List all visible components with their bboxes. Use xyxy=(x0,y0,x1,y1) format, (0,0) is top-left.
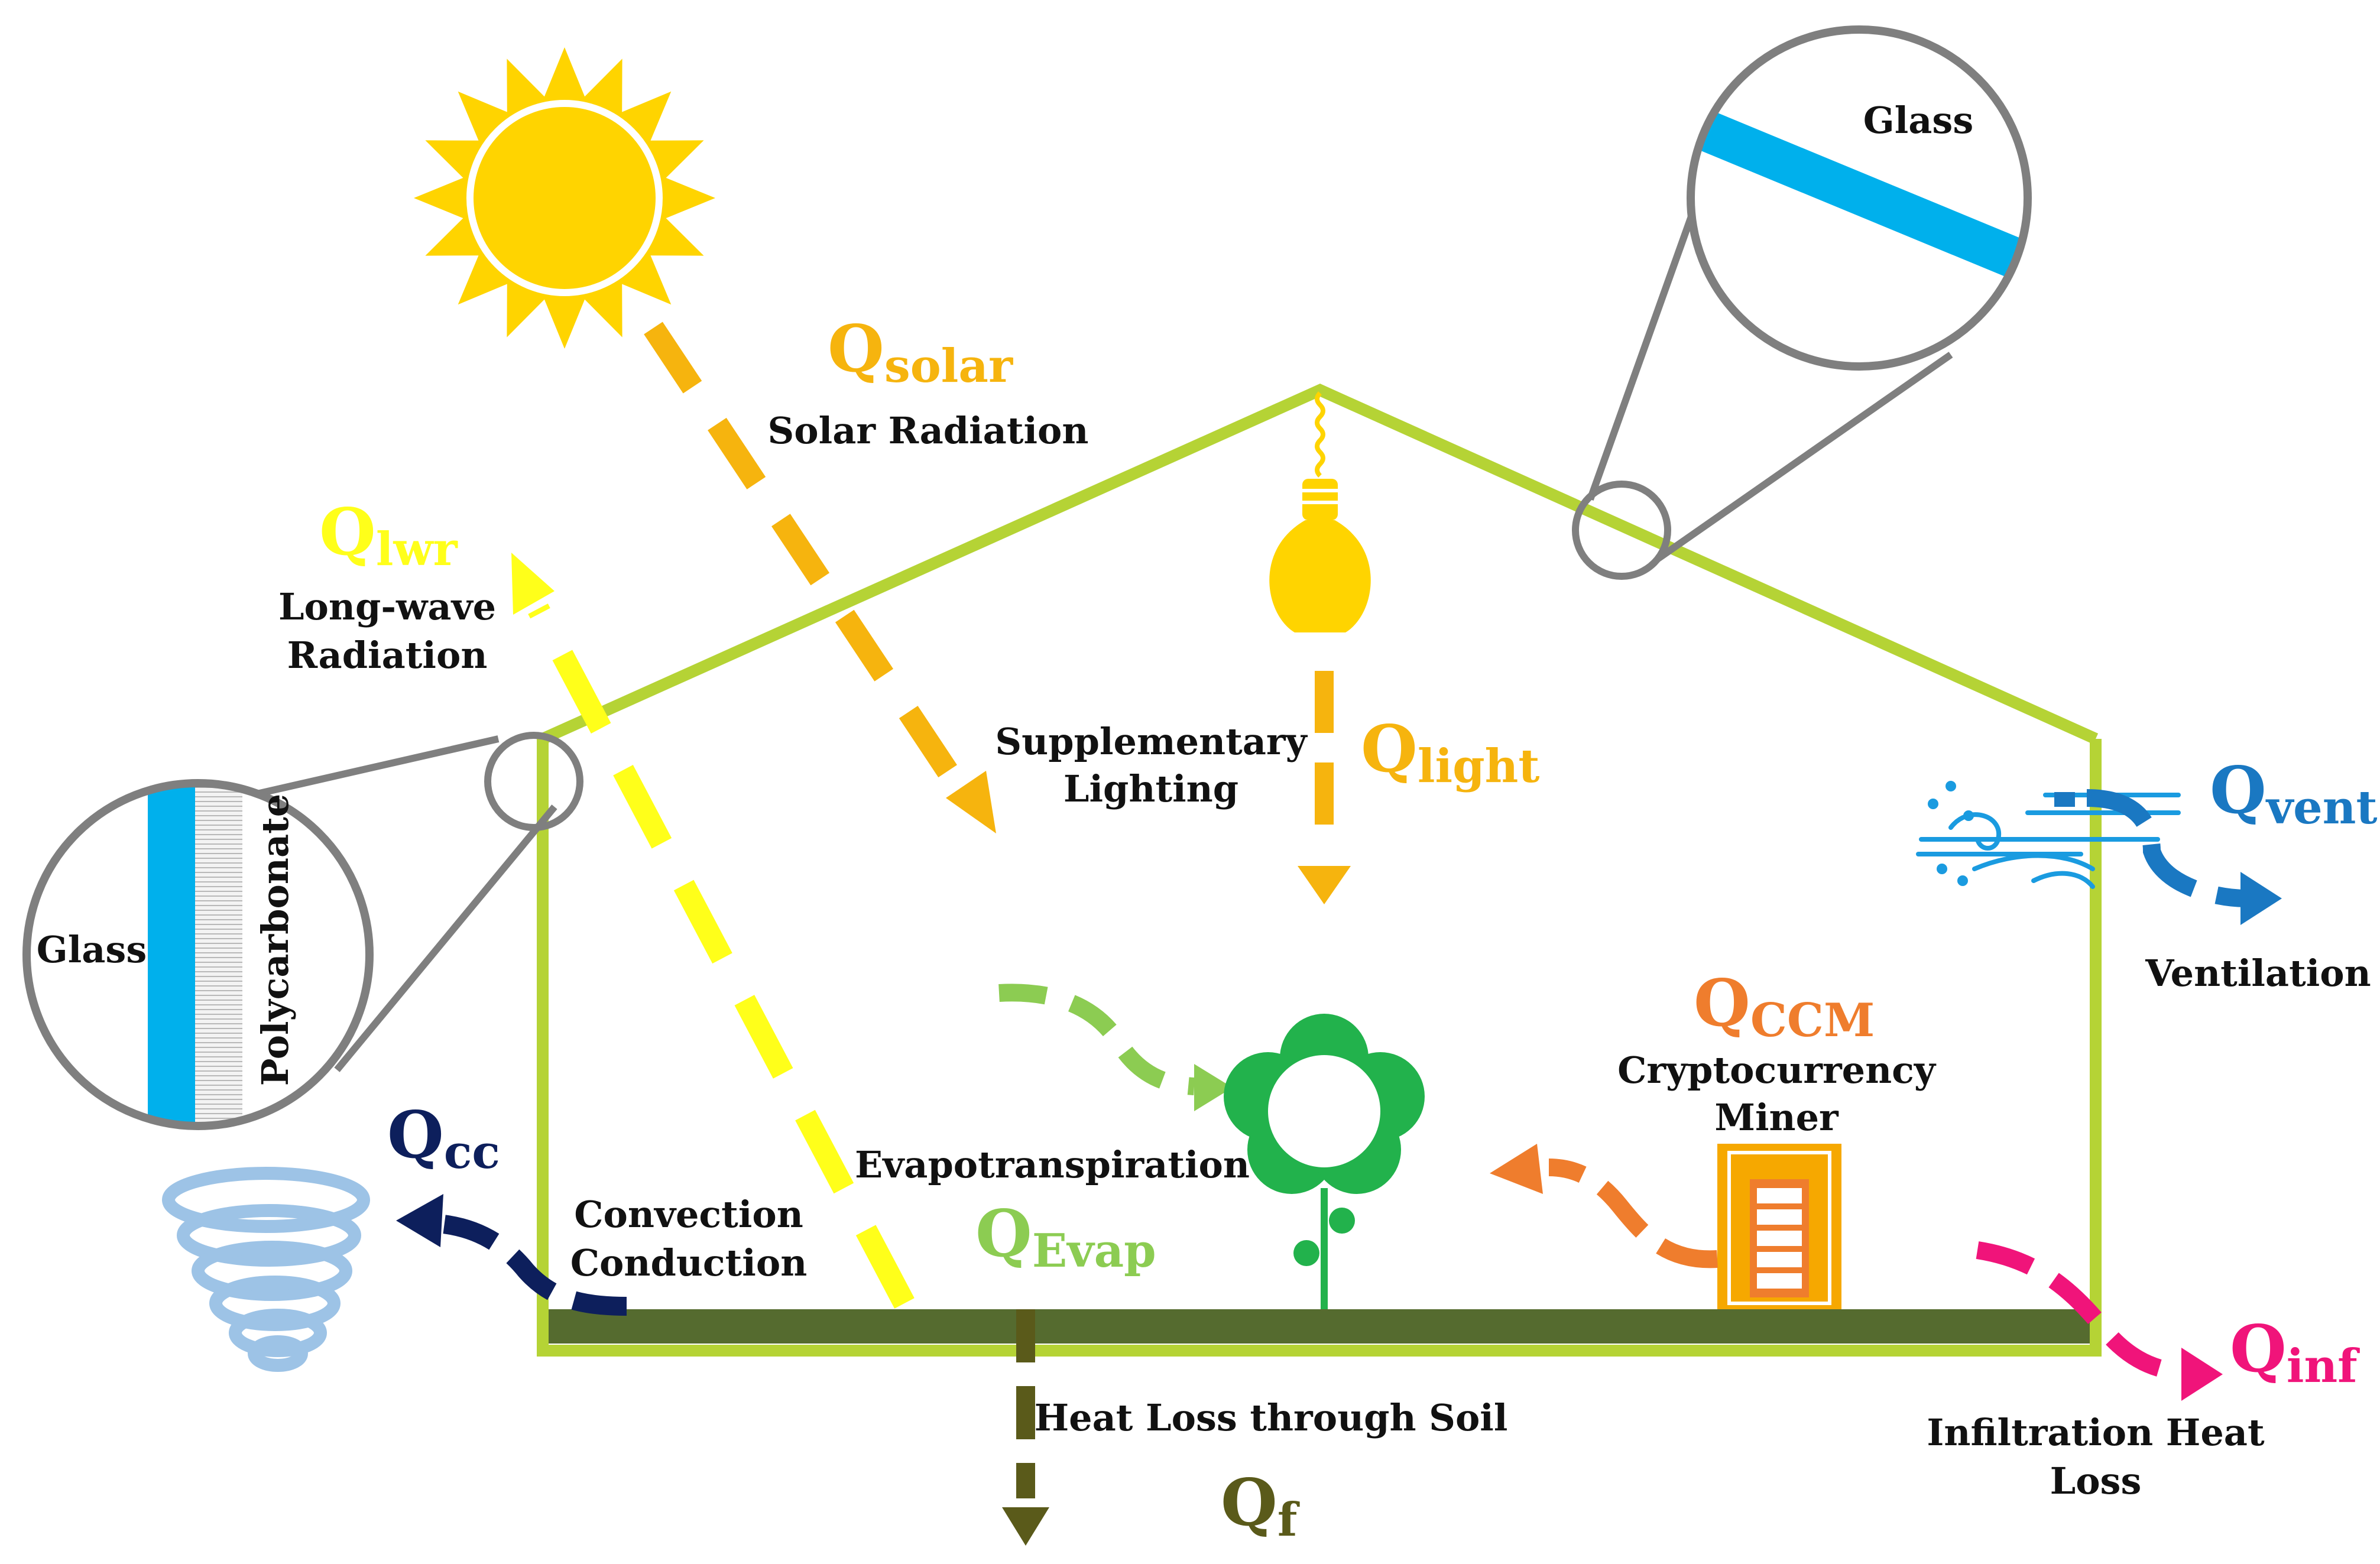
q-inf-symbol: Qinf xyxy=(2230,1310,2360,1393)
light-bulb-icon xyxy=(1269,391,1371,632)
greenhouse-frame xyxy=(537,384,2102,1357)
infiltration-label-line2: Loss xyxy=(2050,1459,2142,1503)
longwave-radiation-arrow xyxy=(511,553,915,1309)
infiltration-label-line1: Infiltration Heat xyxy=(1927,1411,2265,1454)
magnifier-icon: Glass Polycarbonate xyxy=(22,732,583,1130)
convection-label: Convection xyxy=(574,1193,803,1236)
q-ccm-symbol: QCCM xyxy=(1694,965,1875,1047)
solar-radiation-arrow xyxy=(644,322,996,833)
tornado-icon xyxy=(162,1167,370,1372)
ventilation-label: Ventilation xyxy=(2145,952,2371,995)
soil-heat-arrow xyxy=(1002,1309,1049,1546)
q-vent-symbol: Qvent xyxy=(2210,752,2378,835)
sun-icon xyxy=(414,47,715,349)
plant-icon xyxy=(1224,1014,1425,1309)
polycarbonate-label: Polycarbonate xyxy=(254,794,297,1086)
longwave-label-line2: Radiation xyxy=(287,634,488,677)
magnifier-icon: Glass xyxy=(1572,25,2032,580)
supplementary-label-line1: Supplementary xyxy=(995,720,1308,763)
lighting-arrow xyxy=(1298,671,1351,904)
longwave-label-line1: Long-wave xyxy=(278,585,496,628)
miner-icon xyxy=(1717,1144,1841,1309)
solar-radiation-label: Solar Radiation xyxy=(768,409,1089,452)
glass-left-label: Glass xyxy=(37,928,147,971)
crypto-label-line1: Cryptocurrency xyxy=(1617,1049,1937,1092)
q-solar-symbol: Qsolar xyxy=(828,310,1013,393)
supplementary-label-line2: Lighting xyxy=(1063,767,1238,810)
q-cc-symbol: Qcc xyxy=(387,1096,500,1179)
evapotranspiration-arrow xyxy=(998,984,1233,1111)
ventilation-arrow xyxy=(2054,789,2282,925)
convection-arrow xyxy=(396,1194,627,1316)
evapotranspiration-label: Evapotranspiration xyxy=(855,1143,1250,1186)
crypto-label-line2: Miner xyxy=(1714,1096,1839,1139)
soil-layer xyxy=(549,1309,2090,1344)
q-lwr-symbol: Qlwr xyxy=(319,494,458,576)
q-f-symbol: Qf xyxy=(1221,1464,1300,1547)
glass-top-label: Glass xyxy=(1863,99,1973,142)
conduction-label: Conduction xyxy=(570,1241,808,1284)
wind-icon xyxy=(1916,781,2181,889)
ccm-heat-arrow xyxy=(1490,1144,1718,1268)
q-light-symbol: Qlight xyxy=(1361,710,1539,793)
q-evap-symbol: QEvap xyxy=(975,1195,1156,1278)
heat-loss-soil-label: Heat Loss through Soil xyxy=(1035,1396,1508,1439)
infiltration-arrow xyxy=(1976,1241,2223,1401)
